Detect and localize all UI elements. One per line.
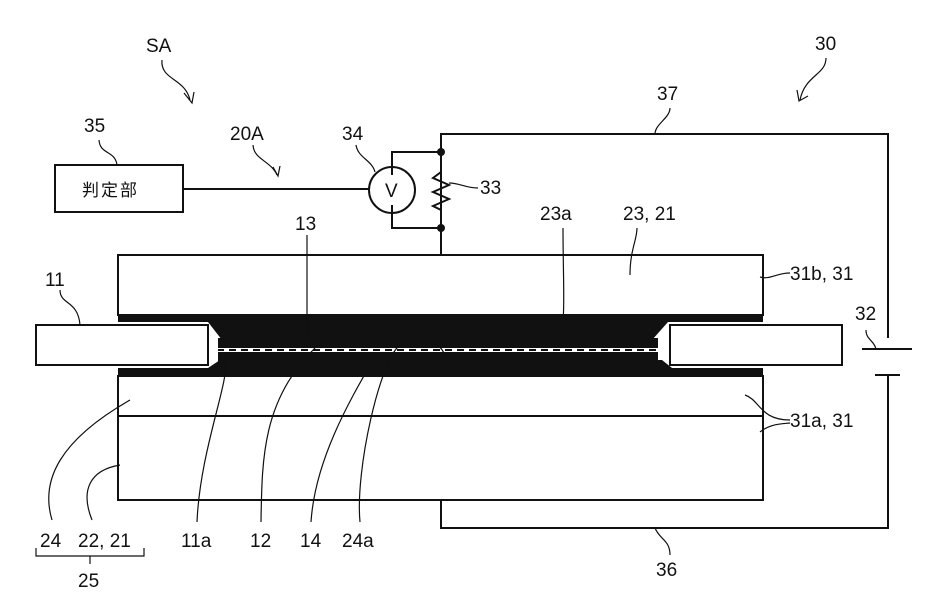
label-sa: SA <box>146 36 172 57</box>
label-20a: 20A <box>230 124 264 145</box>
leader-20a-arrow <box>252 144 281 178</box>
wire-37 <box>440 133 889 338</box>
membrane-12 <box>218 348 658 352</box>
determination-unit-label: 判定部 <box>82 181 139 201</box>
leader-11a <box>196 361 227 523</box>
leader-14 <box>310 359 374 523</box>
brace-25 <box>35 548 145 564</box>
base-22 <box>117 415 764 501</box>
label-23-21: 23, 21 <box>623 204 676 225</box>
label-11: 11 <box>45 270 65 291</box>
sheet-11-right <box>669 324 843 366</box>
leader-31a-upper <box>744 394 791 421</box>
leader-22 <box>86 464 121 521</box>
leader-33 <box>448 182 479 189</box>
label-32: 32 <box>855 304 876 325</box>
voltmeter-symbol: V <box>385 181 398 202</box>
layer-13 <box>218 338 658 348</box>
lower-seal-layer <box>118 360 763 376</box>
label-35: 35 <box>84 116 105 137</box>
label-36: 36 <box>656 560 677 581</box>
leader-37 <box>654 107 671 135</box>
leader-23a <box>559 227 565 341</box>
label-33: 33 <box>480 178 501 199</box>
leader-31a-lower <box>759 422 791 433</box>
leader-24a <box>358 339 446 523</box>
leader-11 <box>59 289 81 326</box>
voltmeter-lead-bottom <box>391 205 441 229</box>
label-37: 37 <box>657 84 678 105</box>
upper-seal-layer <box>118 315 763 340</box>
label-14: 14 <box>300 531 322 552</box>
label-24: 24 <box>40 531 62 552</box>
label-22-21: 22, 21 <box>78 531 131 552</box>
leader-36 <box>654 527 671 556</box>
label-23a: 23a <box>540 204 572 225</box>
label-30: 30 <box>815 34 836 55</box>
leader-23-21 <box>629 227 638 276</box>
lower-electrode-24 <box>117 375 764 417</box>
label-31a-31: 31a, 31 <box>790 411 853 432</box>
label-12: 12 <box>250 531 271 552</box>
leader-30-arrow <box>796 57 827 102</box>
leader-sa-arrow <box>161 59 195 105</box>
label-31b-31: 31b, 31 <box>790 264 853 285</box>
label-13: 13 <box>295 214 316 235</box>
wire-36 <box>440 375 889 529</box>
layer-14 <box>218 352 658 362</box>
leader-34 <box>355 144 376 173</box>
leader-35 <box>98 139 118 166</box>
label-34: 34 <box>342 124 364 145</box>
label-11a: 11a <box>181 531 212 552</box>
voltmeter-lead-top <box>391 151 441 175</box>
label-24a: 24a <box>342 531 374 552</box>
label-25: 25 <box>78 571 99 592</box>
leader-31b <box>759 272 791 279</box>
upper-electrode-23 <box>117 254 764 316</box>
sheet-11-left <box>35 324 209 366</box>
leader-24 <box>48 399 131 521</box>
leader-32 <box>865 329 877 350</box>
determination-unit-35 <box>54 164 184 213</box>
resistor-33 <box>430 152 452 228</box>
leader-12 <box>260 347 316 523</box>
